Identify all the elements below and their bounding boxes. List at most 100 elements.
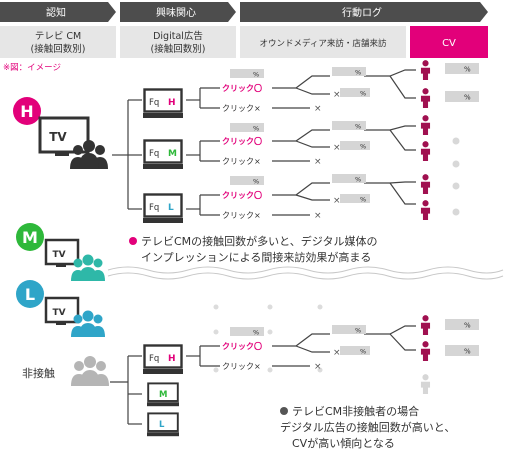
click-no-label: クリック× <box>222 362 261 371</box>
pct-box <box>340 88 370 97</box>
callout-bullet-icon <box>280 407 288 415</box>
placeholder-dot <box>452 160 460 168</box>
fq-prefix: Fq <box>149 203 159 213</box>
pct-box <box>445 91 479 102</box>
pct-label: % <box>253 71 259 79</box>
pct-label: % <box>360 348 366 356</box>
pct-box <box>230 123 264 132</box>
col-digital-sub: (接触回数別) <box>151 43 206 55</box>
pct-label: % <box>253 125 259 133</box>
pct-box <box>340 346 370 355</box>
stage-awareness: 認知 <box>46 6 66 19</box>
non-contact-label: 非接触 <box>22 366 55 380</box>
segment-m: M TV <box>16 223 105 281</box>
cross-mark: × <box>333 196 341 206</box>
fq-prefix: Fq <box>149 98 159 108</box>
cv-person-icon <box>420 88 431 108</box>
cross-mark: × <box>314 362 322 372</box>
tv-m-icon: TV <box>44 238 80 267</box>
tv-l-icon: TV <box>44 296 80 325</box>
segment-h-letter: H <box>20 102 33 121</box>
callout-top: テレビCMの接触回数が多いと、デジタル媒体の インプレッションによる間接来訪効果… <box>129 234 378 264</box>
pct-label: % <box>355 123 361 131</box>
click-yes-label: クリック〇 <box>222 341 262 351</box>
pct-label: % <box>464 348 471 356</box>
cv-person-icon <box>420 141 431 161</box>
segment-l-letter: L <box>25 285 35 304</box>
pct-box <box>340 141 370 150</box>
cross-mark: × <box>333 90 341 100</box>
pct-label: % <box>355 327 361 335</box>
placeholder-dot <box>452 208 460 216</box>
branch-h-3: クリック〇 クリック× × % % × % <box>186 174 460 221</box>
branch-nc-1: クリック〇 クリック× × % % × % % % <box>186 315 479 394</box>
tv-h-label: TV <box>49 130 67 144</box>
pct-box <box>230 176 264 185</box>
click-no-label: クリック× <box>222 157 261 166</box>
placeholder-dot <box>452 137 460 145</box>
pct-label: % <box>464 322 471 330</box>
cv-person-icon <box>420 315 431 335</box>
pct-box <box>340 194 370 203</box>
stage-action-log: 行動ログ <box>342 6 382 19</box>
callout-bottom-line1: テレビCM非接触者の場合 <box>292 404 419 418</box>
pct-label: % <box>360 143 366 151</box>
fq-level-l: L <box>159 420 165 430</box>
fq-monitor-l: Fq L <box>143 193 183 225</box>
header-column-row: テレビ CM (接触回数別) Digital広告 (接触回数別) オウンドメディ… <box>0 26 488 58</box>
fq-level-h: H <box>168 354 176 364</box>
pct-label: % <box>464 66 471 74</box>
placeholder-dot <box>452 182 460 190</box>
segment-h: H TV <box>13 97 108 169</box>
fq-level-l: L <box>168 203 174 213</box>
pct-box <box>332 121 366 130</box>
fq-monitor-h: Fq H <box>143 88 183 120</box>
segment-l-badge <box>16 280 44 308</box>
segment-m-letter: M <box>22 228 38 247</box>
cross-mark: × <box>333 143 341 153</box>
image-note: ※図：イメージ <box>3 63 61 73</box>
pct-label: % <box>253 178 259 186</box>
cv-person-icon <box>420 60 431 80</box>
segment-h-badge <box>13 97 41 125</box>
pct-label: % <box>360 196 366 204</box>
col-digital-label: Digital広告 <box>153 30 203 42</box>
pct-box <box>332 325 366 334</box>
segment-m-badge <box>16 223 44 251</box>
pct-box <box>445 63 479 74</box>
placeholder-dots <box>213 304 323 373</box>
audience-h-icon <box>70 140 108 169</box>
pct-label: % <box>360 90 366 98</box>
nc-fq-monitor-h: Fq H <box>143 344 183 376</box>
fq-level-m: M <box>159 390 167 400</box>
branch-h-2: クリック〇 クリック× × % % × % <box>186 115 460 168</box>
pct-box <box>332 174 366 183</box>
fq-monitor-m: Fq M <box>143 139 183 171</box>
pct-box <box>332 67 366 76</box>
col-cv-label: CV <box>442 38 456 49</box>
callout-bottom: テレビCM非接触者の場合 デジタル広告の接触回数が高いと、 CVが高い傾向となる <box>280 404 455 450</box>
click-yes-label: クリック〇 <box>222 190 262 200</box>
click-yes-label: クリック〇 <box>222 136 262 146</box>
fq-level-m: M <box>168 149 177 159</box>
col-tvcm-label: テレビ CM <box>35 31 81 42</box>
tv-m-label: TV <box>52 250 65 260</box>
segment-non-contact: 非接触 <box>22 356 109 386</box>
pct-box <box>230 327 264 336</box>
wavy-divider <box>107 266 504 280</box>
callout-top-line1: テレビCMの接触回数が多いと、デジタル媒体の <box>141 234 378 248</box>
fq-level-h: H <box>168 98 176 108</box>
pct-box <box>230 69 264 78</box>
pct-label: % <box>464 94 471 102</box>
col-tvcm-sub: (接触回数別) <box>31 43 86 55</box>
click-yes-label: クリック〇 <box>222 83 262 93</box>
audience-m-icon <box>71 254 105 281</box>
person-faded-icon <box>420 374 431 394</box>
callout-bottom-line3: CVが高い傾向となる <box>292 436 395 450</box>
cross-mark: × <box>314 157 322 167</box>
col-visit-label: オウンドメディア来訪・店舗来訪 <box>260 38 387 49</box>
h-tree-lines <box>112 99 142 210</box>
cross-mark: × <box>314 104 322 114</box>
cross-mark: × <box>333 348 341 358</box>
